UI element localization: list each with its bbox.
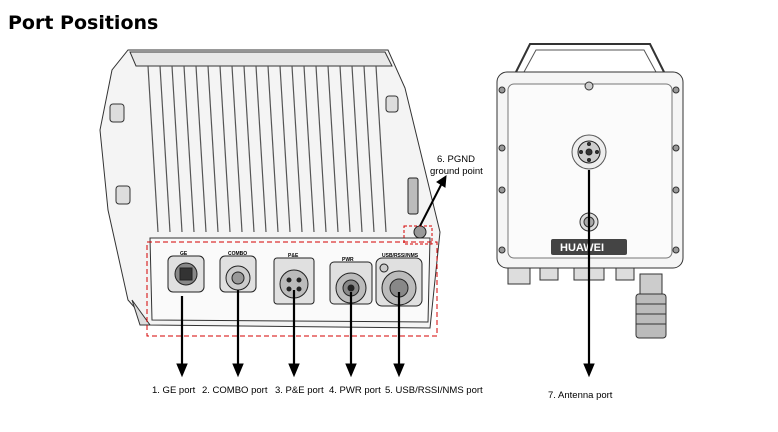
page-title: Port Positions <box>8 12 159 34</box>
pgnd-arrow <box>419 175 447 227</box>
combo-port <box>219 255 257 293</box>
highlight-box-pgnd <box>403 225 433 245</box>
port-tag-combo: COMBO <box>228 251 247 257</box>
highlight-box-ports <box>146 241 438 337</box>
port-tag-usb: USB/RSSI/NMS <box>382 253 419 259</box>
antenna-port <box>571 134 607 170</box>
label-antenna-port: 7. Antenna port <box>548 390 613 401</box>
pgnd-ground-point <box>407 177 427 239</box>
label-ge-port: 1. GE port <box>152 385 196 396</box>
port-tag-pe: P&E <box>288 253 299 259</box>
pwr-port <box>329 261 373 305</box>
port-tag-pwr: PWR <box>342 257 354 263</box>
port-arrows <box>176 290 405 378</box>
label-combo-port: 2. COMBO port <box>202 385 268 396</box>
antenna-arrow <box>583 170 595 378</box>
pgnd-label-line1: 6. PGND <box>437 154 475 165</box>
pe-port <box>273 257 315 305</box>
pgnd-label-line2: ground point <box>430 166 483 177</box>
port-tag-ge: GE <box>180 251 188 257</box>
label-pe-port: 3. P&E port <box>275 385 324 396</box>
usb-rssi-nms-port <box>375 257 423 307</box>
ge-port <box>167 255 205 293</box>
svg-text:HUAWEI: HUAWEI <box>560 242 604 254</box>
label-pwr-port: 4. PWR port <box>329 385 381 396</box>
label-usb-port: 5. USB/RSSI/NMS port <box>385 385 483 396</box>
